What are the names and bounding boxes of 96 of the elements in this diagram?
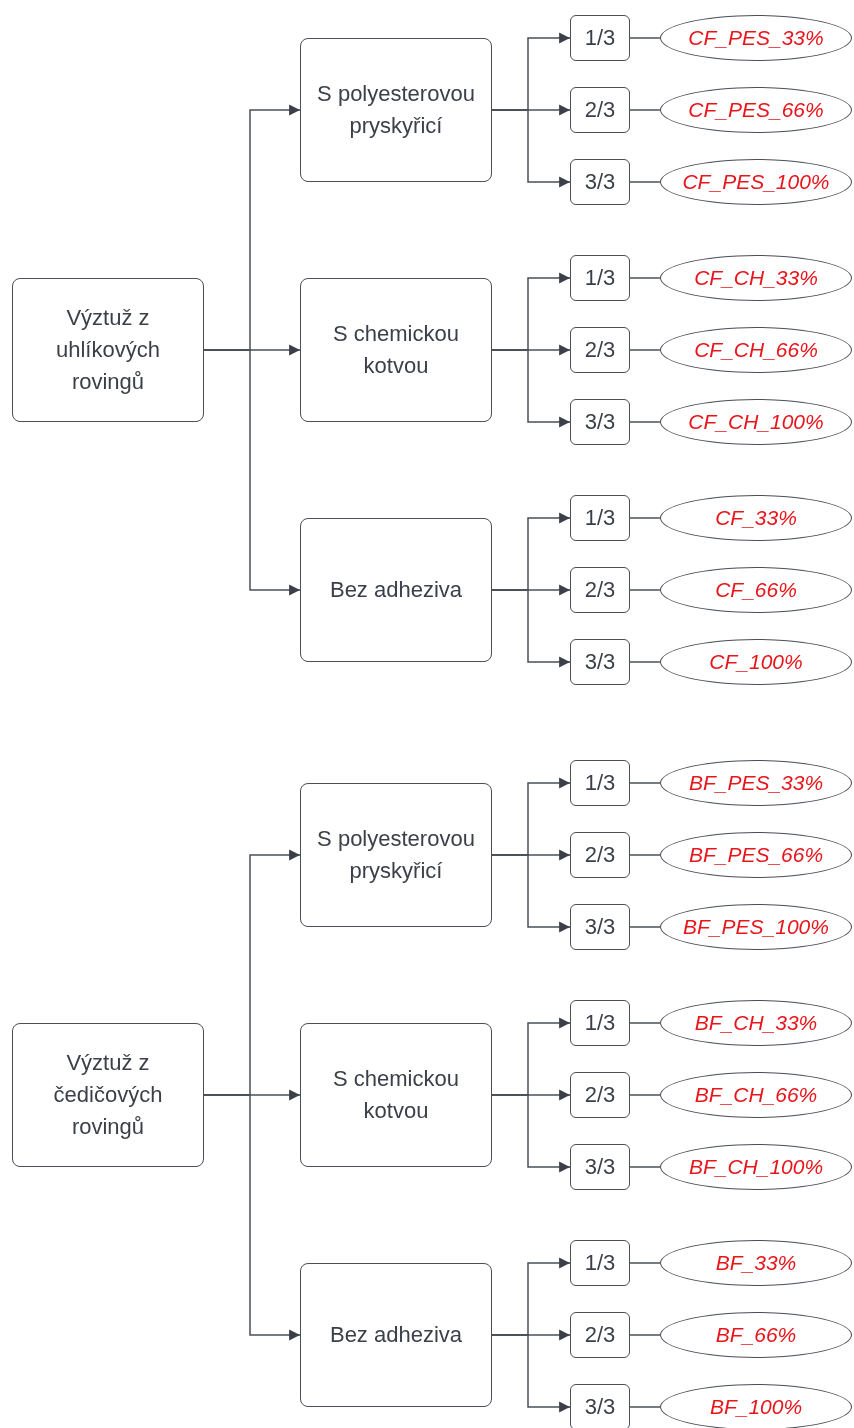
connector-line (629, 37, 661, 39)
box-label: 3/3 (584, 408, 616, 437)
specimen-code: BF_PES_33% (688, 769, 824, 796)
fraction-box (570, 399, 630, 445)
connector-line (629, 181, 661, 183)
specimen-code: BF_33% (715, 1249, 797, 1276)
connector-line (629, 661, 661, 663)
fraction-box (570, 15, 630, 61)
fraction-box (570, 1072, 630, 1118)
process-box (300, 1023, 492, 1167)
fraction-box (570, 567, 630, 613)
process-box (12, 1023, 204, 1167)
box-label: 2/3 (584, 841, 616, 870)
box-label: 1/3 (584, 1249, 616, 1278)
arrow (491, 109, 571, 188)
fraction-box (570, 1312, 630, 1358)
fraction-box (570, 495, 630, 541)
specimen-code: BF_PES_66% (688, 841, 824, 868)
box-label: 1/3 (584, 504, 616, 533)
specimen-code: CF_66% (715, 576, 797, 603)
process-box (300, 38, 492, 182)
specimen-code: CF_33% (715, 504, 797, 531)
box-label: 3/3 (584, 168, 616, 197)
box-label: Výztuž z uhlíkových rovingů (55, 304, 161, 396)
box-label: 2/3 (584, 96, 616, 125)
process-box (300, 1263, 492, 1407)
box-label: 3/3 (584, 913, 616, 942)
connector-line (629, 589, 661, 591)
process-box (300, 518, 492, 662)
connector-line (629, 277, 661, 279)
specimen-code: BF_CH_33% (694, 1009, 818, 1036)
specimen-code: CF_CH_33% (694, 264, 818, 291)
box-label: Výztuž z čedičových rovingů (52, 1049, 164, 1141)
connector-line (629, 109, 661, 111)
box-label: 2/3 (584, 336, 616, 365)
specimen-code: BF_66% (715, 1321, 797, 1348)
fraction-box (570, 760, 630, 806)
fraction-box (570, 1240, 630, 1286)
fraction-box (570, 159, 630, 205)
box-label: 1/3 (584, 1009, 616, 1038)
fraction-box (570, 904, 630, 950)
connector-line (629, 517, 661, 519)
fraction-box (570, 1384, 630, 1428)
connector-line (629, 854, 661, 856)
connector-line (629, 1406, 661, 1408)
box-label: 1/3 (584, 24, 616, 53)
fraction-box (570, 639, 630, 685)
fraction-box (570, 327, 630, 373)
fraction-box (570, 1144, 630, 1190)
connector-line (629, 1166, 661, 1168)
specimen-code: BF_100% (709, 1393, 803, 1420)
box-label: Bez adheziva (329, 1321, 463, 1350)
box-label: 1/3 (584, 264, 616, 293)
box-label: 2/3 (584, 576, 616, 605)
arrow (491, 349, 571, 428)
box-label: 2/3 (584, 1321, 616, 1350)
connector-line (629, 349, 661, 351)
arrow (491, 1334, 571, 1413)
fraction-box (570, 255, 630, 301)
box-label: 2/3 (584, 1081, 616, 1110)
box-label: S chemickou kotvou (332, 320, 460, 380)
arrow (491, 589, 571, 668)
connector-line (629, 421, 661, 423)
box-label: S polyesterovou pryskyřicí (316, 80, 476, 140)
connector-line (629, 782, 661, 784)
fraction-box (570, 87, 630, 133)
specimen-code: CF_PES_66% (688, 96, 824, 123)
box-label: S chemickou kotvou (332, 1065, 460, 1125)
box-label: 1/3 (584, 769, 616, 798)
arrow (491, 1094, 571, 1173)
arrow (203, 349, 301, 596)
connector-line (629, 1334, 661, 1336)
specimen-code: BF_CH_66% (694, 1081, 818, 1108)
box-label: 3/3 (584, 1153, 616, 1182)
box-label: 3/3 (584, 648, 616, 677)
specimen-code: CF_PES_100% (682, 168, 830, 195)
specimen-code: CF_100% (709, 648, 803, 675)
process-box (12, 278, 204, 422)
arrow (491, 854, 571, 933)
box-label: Bez adheziva (329, 576, 463, 605)
process-box (300, 783, 492, 927)
connector-line (629, 926, 661, 928)
box-label: 3/3 (584, 1393, 616, 1422)
fraction-box (570, 832, 630, 878)
specimen-code: BF_PES_100% (683, 913, 829, 940)
specimen-code: CF_CH_66% (694, 336, 818, 363)
fraction-box (570, 1000, 630, 1046)
specimen-code: BF_CH_100% (688, 1153, 824, 1180)
arrow (203, 1094, 301, 1341)
box-label: S polyesterovou pryskyřicí (316, 825, 476, 885)
process-box (300, 278, 492, 422)
connector-line (629, 1262, 661, 1264)
specimen-code: CF_PES_33% (688, 24, 824, 51)
connector-line (629, 1022, 661, 1024)
specimen-code: CF_CH_100% (688, 408, 824, 435)
connector-line (629, 1094, 661, 1096)
